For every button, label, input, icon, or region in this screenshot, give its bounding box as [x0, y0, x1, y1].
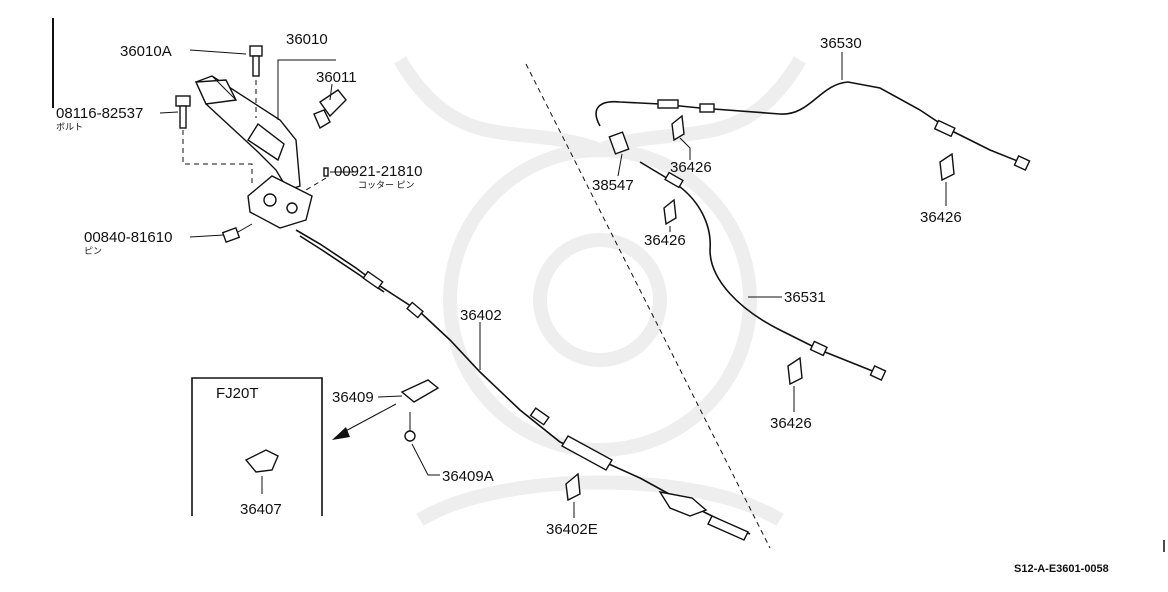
clip-36426-c [663, 198, 677, 226]
pin-00840 [221, 223, 253, 243]
clip-36402E [565, 472, 581, 502]
label-08116-82537: 08116-82537 [56, 105, 143, 122]
parking-brake-lever [194, 75, 301, 191]
bracket-36407 [244, 449, 279, 473]
lever-base-bracket [247, 175, 313, 229]
clip-36426-a [671, 114, 685, 142]
label-00840-81610: 00840-81610 [84, 229, 172, 246]
rear-cable-36531 [639, 161, 887, 381]
label-36010A: 36010A [120, 43, 172, 60]
reference-code: S12-A-E3601-0058 [1014, 563, 1109, 575]
label-36426-c: 36426 [644, 232, 686, 249]
front-cable-36402 [295, 229, 751, 541]
watermark-emblem [393, 56, 807, 526]
label-00921-21810: 00921-21810 [334, 163, 422, 180]
label-36409: 36409 [332, 389, 374, 406]
cotter-pin-00921 [323, 167, 329, 177]
inset-part-label: 36407 [240, 501, 282, 518]
inset-arrow [332, 403, 397, 440]
leader-lines [159, 49, 947, 518]
label-36530: 36530 [820, 35, 862, 52]
label-36402E: 36402E [546, 521, 598, 538]
rear-cable-36530 [595, 81, 1031, 171]
clip-38547 [608, 131, 630, 155]
label-36402: 36402 [460, 307, 502, 324]
label-36010: 36010 [286, 31, 328, 48]
switch-36011 [313, 89, 347, 130]
label-36531: 36531 [784, 289, 826, 306]
label-00840-note: ピン [84, 246, 102, 256]
label-36426-a: 36426 [670, 159, 712, 176]
label-36426-b: 36426 [920, 209, 962, 226]
inset-box: FJ20T 36407 [191, 377, 323, 518]
label-36011: 36011 [316, 69, 357, 86]
clip-36426-b [939, 152, 955, 182]
clip-36426-d [787, 356, 803, 386]
inset-title: FJ20T [216, 385, 259, 402]
label-00921-note: コッター ピン [358, 180, 415, 190]
label-08116-note: ボルト [56, 122, 83, 132]
bolt-08116 [175, 95, 191, 129]
bracket-36409 [400, 379, 440, 403]
label-38547: 38547 [592, 177, 634, 194]
clip-36409A [404, 412, 416, 442]
label-36409A: 36409A [442, 468, 494, 485]
bolt-36010A [249, 45, 263, 77]
label-36426-d: 36426 [770, 415, 812, 432]
